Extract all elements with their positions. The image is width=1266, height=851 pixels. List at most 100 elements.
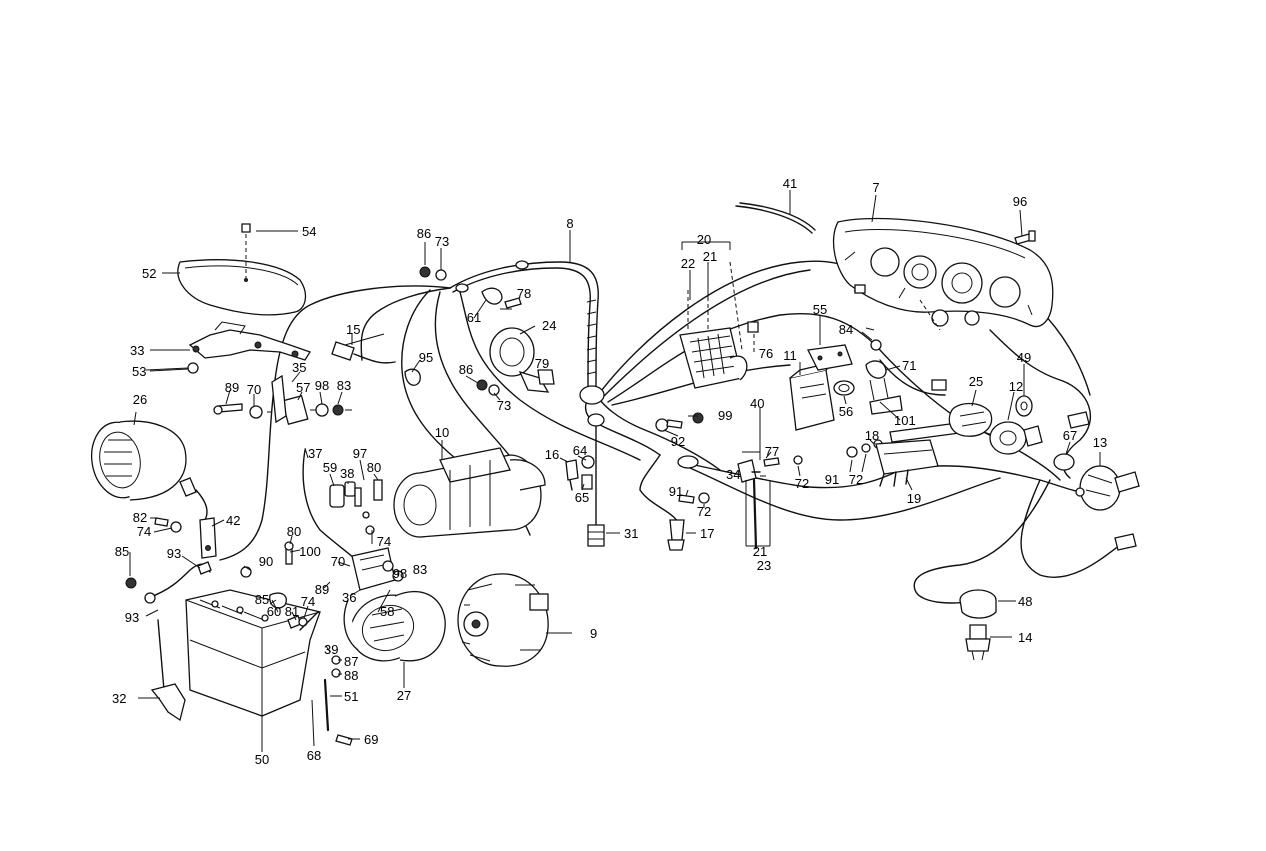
connector-38	[344, 481, 356, 497]
nut-86-73-lower	[476, 379, 500, 396]
callout-51: 51	[344, 689, 358, 704]
callout-16: 16	[545, 447, 559, 462]
nut-86-73-upper	[419, 266, 447, 281]
callout-57: 57	[296, 380, 310, 395]
callout-83-upper: 83	[337, 378, 351, 393]
relay-59	[329, 484, 345, 508]
screw-set-89-70-57	[213, 374, 352, 425]
bracket-101	[869, 395, 903, 415]
callout-31: 31	[624, 526, 638, 541]
callout-83-lower: 83	[413, 562, 427, 577]
callout-36: 36	[342, 590, 356, 605]
callout-98-lower: 98	[393, 566, 407, 581]
callout-69: 69	[364, 732, 378, 747]
callout-labels: 7 8 9 10 11 12 13 14 15 16 17 18 19 20 2…	[112, 176, 1107, 767]
battery-cable-93	[144, 561, 212, 604]
washer-49	[1015, 395, 1033, 417]
ignition-switch-12	[989, 421, 1043, 455]
callout-80-lower: 80	[287, 524, 301, 539]
bracket-55	[807, 344, 853, 371]
connector-1070	[1067, 411, 1090, 429]
callout-54: 54	[302, 224, 316, 239]
bolt-82	[154, 517, 182, 533]
callout-71: 71	[902, 358, 916, 373]
callout-73-upper: 73	[435, 234, 449, 249]
headlamp-26	[90, 420, 208, 521]
callout-25: 25	[969, 374, 983, 389]
callout-60: 60	[267, 604, 281, 619]
callout-22: 22	[681, 256, 695, 271]
callout-93-upper: 93	[167, 546, 181, 561]
callout-10: 10	[435, 425, 449, 440]
callout-93-lower: 93	[125, 610, 139, 625]
sensor-15	[331, 341, 396, 364]
main-wiring-harness	[219, 202, 1121, 604]
callout-52: 52	[142, 266, 156, 281]
clip-54	[241, 223, 251, 278]
callout-98-upper: 98	[315, 378, 329, 393]
callout-9: 9	[590, 626, 597, 641]
bracket-61	[481, 287, 522, 309]
grommet-53	[187, 362, 199, 374]
nut-90	[240, 566, 252, 578]
callout-23: 23	[757, 558, 771, 573]
callout-74-center: 74	[377, 534, 391, 549]
callout-87: 87	[344, 654, 358, 669]
callout-12: 12	[1009, 379, 1023, 394]
callout-76: 76	[759, 346, 773, 361]
battery-50	[185, 589, 321, 717]
callout-37: 37	[308, 446, 322, 461]
callout-20: 20	[697, 232, 711, 247]
callout-91-right: 91	[825, 472, 839, 487]
sensor-17	[667, 519, 685, 551]
screw-96	[1014, 230, 1036, 245]
callout-24: 24	[542, 318, 556, 333]
callout-42: 42	[226, 513, 240, 528]
callout-74-lower: 74	[301, 594, 315, 609]
callout-21-lower: 21	[753, 544, 767, 559]
callout-80-upper: 80	[367, 460, 381, 475]
callout-99: 99	[718, 408, 732, 423]
bulb-holder-71	[865, 339, 889, 401]
callout-82: 82	[133, 510, 147, 525]
callout-68: 68	[307, 748, 321, 763]
callout-89-lower: 89	[315, 582, 329, 597]
callout-78: 78	[517, 286, 531, 301]
bracket-33	[188, 321, 311, 361]
callout-55: 55	[813, 302, 827, 317]
ring-56	[833, 380, 855, 396]
callout-32: 32	[112, 691, 126, 706]
callout-19: 19	[907, 491, 921, 506]
relay-36	[351, 511, 404, 591]
bracket-42	[199, 517, 217, 559]
callout-15: 15	[346, 322, 360, 337]
callout-70-lower: 70	[331, 554, 345, 569]
cap-67	[1053, 453, 1075, 471]
callout-7: 7	[872, 180, 879, 195]
callout-50: 50	[255, 752, 269, 767]
callout-58: 58	[380, 604, 394, 619]
regulator-11	[789, 360, 837, 431]
callout-86-lower: 86	[459, 362, 473, 377]
small-parts-60-81	[269, 592, 319, 631]
sensor-16	[565, 459, 579, 491]
callout-70-upper: 70	[247, 382, 261, 397]
rod-51	[323, 655, 341, 732]
callout-72-right: 72	[849, 472, 863, 487]
battery-strap-32	[150, 619, 186, 722]
callout-88: 88	[344, 668, 358, 683]
callout-48: 48	[1018, 594, 1032, 609]
callout-39: 39	[324, 642, 338, 657]
callout-97: 97	[353, 446, 367, 461]
callout-18: 18	[865, 428, 879, 443]
bolt-91-72	[678, 492, 710, 504]
callout-84: 84	[839, 322, 853, 337]
callout-40: 40	[750, 396, 764, 411]
callout-89-upper: 89	[225, 380, 239, 395]
callout-21-upper: 21	[703, 249, 717, 264]
cover-52	[177, 259, 307, 316]
callout-91-left: 91	[669, 484, 683, 499]
alternator-9	[457, 573, 549, 667]
switch-14	[965, 624, 991, 661]
